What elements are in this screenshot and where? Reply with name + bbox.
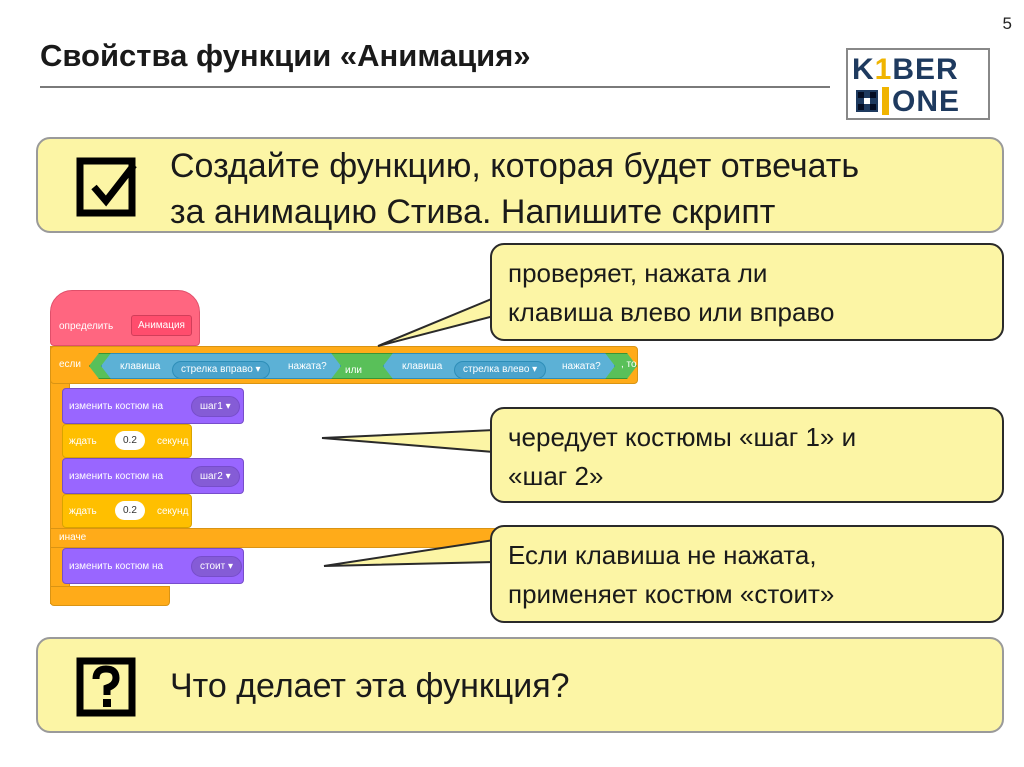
define-label: определить	[59, 321, 114, 332]
key-label: клавиша	[402, 361, 443, 372]
question-text: Что делает эта функция?	[170, 667, 570, 705]
key-pressed-left[interactable]: клавиша стрелка влево ▾ нажата?	[383, 353, 615, 379]
callout-3-line-2: применяет костюм «стоит»	[508, 579, 835, 609]
callout-2-line-1: чередует костюмы «шаг 1» и	[508, 422, 857, 452]
wait-value-2[interactable]: 0.2	[115, 501, 145, 520]
costume-dropdown-3[interactable]: стоит ▾	[191, 556, 242, 577]
title-divider	[40, 86, 830, 88]
question-box-icon	[76, 657, 136, 717]
page-number: 5	[1002, 14, 1012, 33]
callout-1-line-1: проверяет, нажата ли	[508, 258, 768, 288]
key-dropdown-right[interactable]: стрелка вправо ▾	[172, 361, 270, 379]
logo-ber: BER	[892, 53, 959, 86]
callout-key-check: проверяет, нажата ли клавиша влево или в…	[490, 243, 1004, 341]
logo-bottom-row: ONE	[892, 87, 960, 117]
if-block[interactable]: если клавиша стрелка вправо ▾ нажата? ил…	[50, 346, 638, 384]
key-dropdown-left[interactable]: стрелка влево ▾	[454, 361, 546, 379]
switch-costume-block-1[interactable]: изменить костюм на шаг1 ▾	[62, 388, 244, 424]
checkbox-icon	[76, 157, 137, 217]
costume-label: изменить костюм на	[69, 471, 164, 482]
logo-digit: 1	[874, 53, 893, 86]
key-label: клавиша	[120, 361, 161, 372]
wait-label: ждать	[69, 506, 97, 517]
question-panel: Что делает эта функция?	[36, 637, 1004, 733]
seconds-label: секунд	[157, 436, 189, 447]
costume-label: изменить костюм на	[69, 561, 164, 572]
switch-costume-block-2[interactable]: изменить костюм на шаг2 ▾	[62, 458, 244, 494]
kiberone-logo: K1BER ONE	[846, 48, 990, 120]
wait-block-1[interactable]: ждать 0.2 секунд	[62, 424, 192, 458]
callout-1-line-2: клавиша влево или вправо	[508, 297, 835, 327]
seconds-label: секунд	[157, 506, 189, 517]
define-block[interactable]: определить Анимация	[50, 290, 200, 346]
callout-3-line-1: Если клавиша не нажата,	[508, 540, 817, 570]
wait-block-2[interactable]: ждать 0.2 секунд	[62, 494, 192, 528]
callout-2-line-2: «шаг 2»	[508, 461, 604, 491]
callout-idle-costume: Если клавиша не нажата, применяет костюм…	[490, 525, 1004, 623]
if-label: если	[59, 359, 81, 370]
or-label: или	[345, 365, 363, 376]
costume-dropdown-2[interactable]: шаг2 ▾	[191, 466, 240, 487]
qr-code-icon	[856, 90, 878, 112]
costume-label: изменить костюм на	[69, 401, 164, 412]
logo-one: ONE	[892, 85, 961, 118]
if-else-footer	[50, 586, 170, 606]
else-label: иначе	[59, 532, 87, 543]
pressed-label: нажата?	[562, 361, 601, 372]
task-panel: Создайте функцию, которая будет отвечать…	[36, 137, 1004, 233]
logo-top-row: K1BER	[852, 55, 959, 85]
task-line-1: Создайте функцию, которая будет отвечать	[170, 147, 860, 185]
task-text: Создайте функцию, которая будет отвечать…	[170, 143, 859, 235]
wait-value-1[interactable]: 0.2	[115, 431, 145, 450]
switch-costume-block-3[interactable]: изменить костюм на стоит ▾	[62, 548, 244, 584]
wait-label: ждать	[69, 436, 97, 447]
callout-costume-alternate: чередует костюмы «шаг 1» и «шаг 2»	[490, 407, 1004, 503]
logo-accent-bar	[882, 87, 889, 115]
key-pressed-right[interactable]: клавиша стрелка вправо ▾ нажата?	[101, 353, 341, 379]
then-label: , то	[621, 359, 637, 370]
logo-k: K	[852, 53, 875, 86]
slide-title: Свойства функции «Анимация»	[40, 38, 531, 73]
define-name: Анимация	[131, 315, 192, 336]
task-line-2: за анимацию Стива. Напишите скрипт	[170, 193, 776, 231]
costume-dropdown-1[interactable]: шаг1 ▾	[191, 396, 240, 417]
pressed-label: нажата?	[288, 361, 327, 372]
